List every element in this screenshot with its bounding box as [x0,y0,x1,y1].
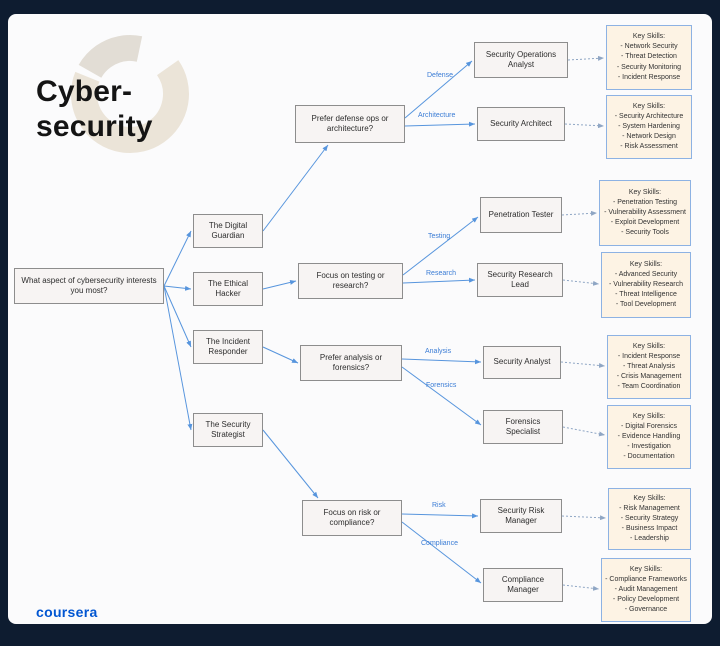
node-question-testing-research: Focus on testing or research? [298,263,403,299]
skills-line: Key Skills: [633,494,666,502]
skills-line: - Threat Intelligence [615,291,677,299]
node-role-security-architect: Security Architect [477,107,565,141]
edge-label-risk: Risk [432,502,446,509]
skills-line: - Tool Development [615,301,677,309]
skills-line: - Governance [624,606,668,614]
node-persona-security-strategist: The Security Strategist [193,413,263,447]
skills-line: Key Skills: [632,33,666,41]
skills-line: - Digital Forensics [620,422,677,430]
edge-label-compliance: Compliance [421,540,458,547]
coursera-logo: coursera [36,604,98,620]
skills-line: - Team Coordination [617,383,681,391]
skills-box-compliance-manager: Key Skills: - Compliance Frameworks - Audi… [601,558,691,622]
node-role-security-risk-manager: Security Risk Manager [480,499,562,533]
skills-box-security-operations-analyst: Key Skills: - Network Security - Threat De… [606,25,692,90]
node-role-security-research-lead: Security Research Lead [477,263,563,297]
skills-line: Key Skills: [632,102,666,110]
skills-line: - Security Architecture [614,112,684,120]
skills-line: - Security Strategy [620,514,679,522]
skills-line: - Policy Development [612,596,680,604]
skills-box-security-research-lead: Key Skills: - Advanced Security - Vulnerab… [601,252,691,318]
title-line2: security [36,110,153,144]
skills-line: - Documentation [623,453,675,461]
skills-line: - Investigation [627,443,671,451]
edge-label-analysis: Analysis [425,348,452,355]
skills-line: Key Skills: [632,412,666,420]
skills-box-security-architect: Key Skills: - Security Architecture - Syst… [606,95,692,159]
skills-line: - Exploit Development [610,219,680,227]
edge-label-forensics: Forensics [426,382,457,389]
node-role-compliance-manager: Compliance Manager [483,568,563,602]
skills-line: - Vulnerability Assessment [604,208,686,216]
skills-line: - Security Monitoring [616,63,682,71]
skills-box-penetration-tester: Key Skills: - Penetration Testing - Vulner… [599,180,691,246]
node-role-penetration-tester: Penetration Tester [480,197,562,233]
diagram-canvas: Cyber- security [8,14,712,624]
edge-label-research: Research [426,270,456,277]
skills-line: Key Skills: [629,260,663,268]
skills-box-forensics-specialist: Key Skills: - Digital Forensics - Evidence… [607,405,691,469]
node-role-forensics-specialist: Forensics Specialist [483,410,563,444]
skills-line: Key Skills: [628,188,662,196]
skills-line: - System Hardening [618,122,680,130]
node-question-risk-compliance: Focus on risk or compliance? [302,500,402,536]
skills-line: - Business Impact [621,525,678,533]
skills-line: - Risk Assessment [620,143,678,151]
edge-label-architecture: Architecture [418,112,456,119]
node-root-question: What aspect of cybersecurity interests y… [14,268,164,304]
node-persona-digital-guardian: The Digital Guardian [193,214,263,248]
skills-line: - Audit Management [614,585,678,593]
skills-line: - Compliance Frameworks [605,575,687,583]
skills-line: - Network Security [620,43,678,51]
skills-line: - Vulnerability Research [608,280,684,288]
skills-line: - Evidence Handling [617,432,681,440]
edge-label-testing: Testing [428,233,451,240]
node-question-analysis-forensics: Prefer analysis or forensics? [300,345,402,381]
skills-line: Key Skills: [632,342,666,350]
node-persona-incident-responder: The Incident Responder [193,330,263,364]
skills-line: - Advanced Security [614,270,678,278]
skills-line: - Network Design [622,133,676,141]
edge-label-defense: Defense [427,72,454,79]
skills-line: - Risk Management [619,504,680,512]
node-role-security-operations-analyst: Security Operations Analyst [474,42,568,78]
skills-line: - Threat Detection [621,53,677,61]
skills-box-security-risk-manager: Key Skills: - Risk Management - Security S… [608,488,691,550]
title-line1: Cyber- [36,75,133,108]
skills-line: - Incident Response [617,352,681,360]
skills-line: - Penetration Testing [612,198,678,206]
skills-line: - Crisis Management [616,373,682,381]
skills-box-security-analyst: Key Skills: - Incident Response - Threat A… [607,335,691,399]
skills-line: - Leadership [630,535,669,543]
node-role-security-analyst: Security Analyst [483,346,561,379]
skills-line: - Security Tools [621,229,669,237]
skills-line: - Threat Analysis [622,362,675,370]
skills-line: - Incident Response [617,73,681,81]
page-title: Cyber- security [36,74,153,145]
node-question-defense-architecture: Prefer defense ops or architecture? [295,105,405,143]
node-persona-ethical-hacker: The Ethical Hacker [193,272,263,306]
skills-line: Key Skills: [629,565,663,573]
